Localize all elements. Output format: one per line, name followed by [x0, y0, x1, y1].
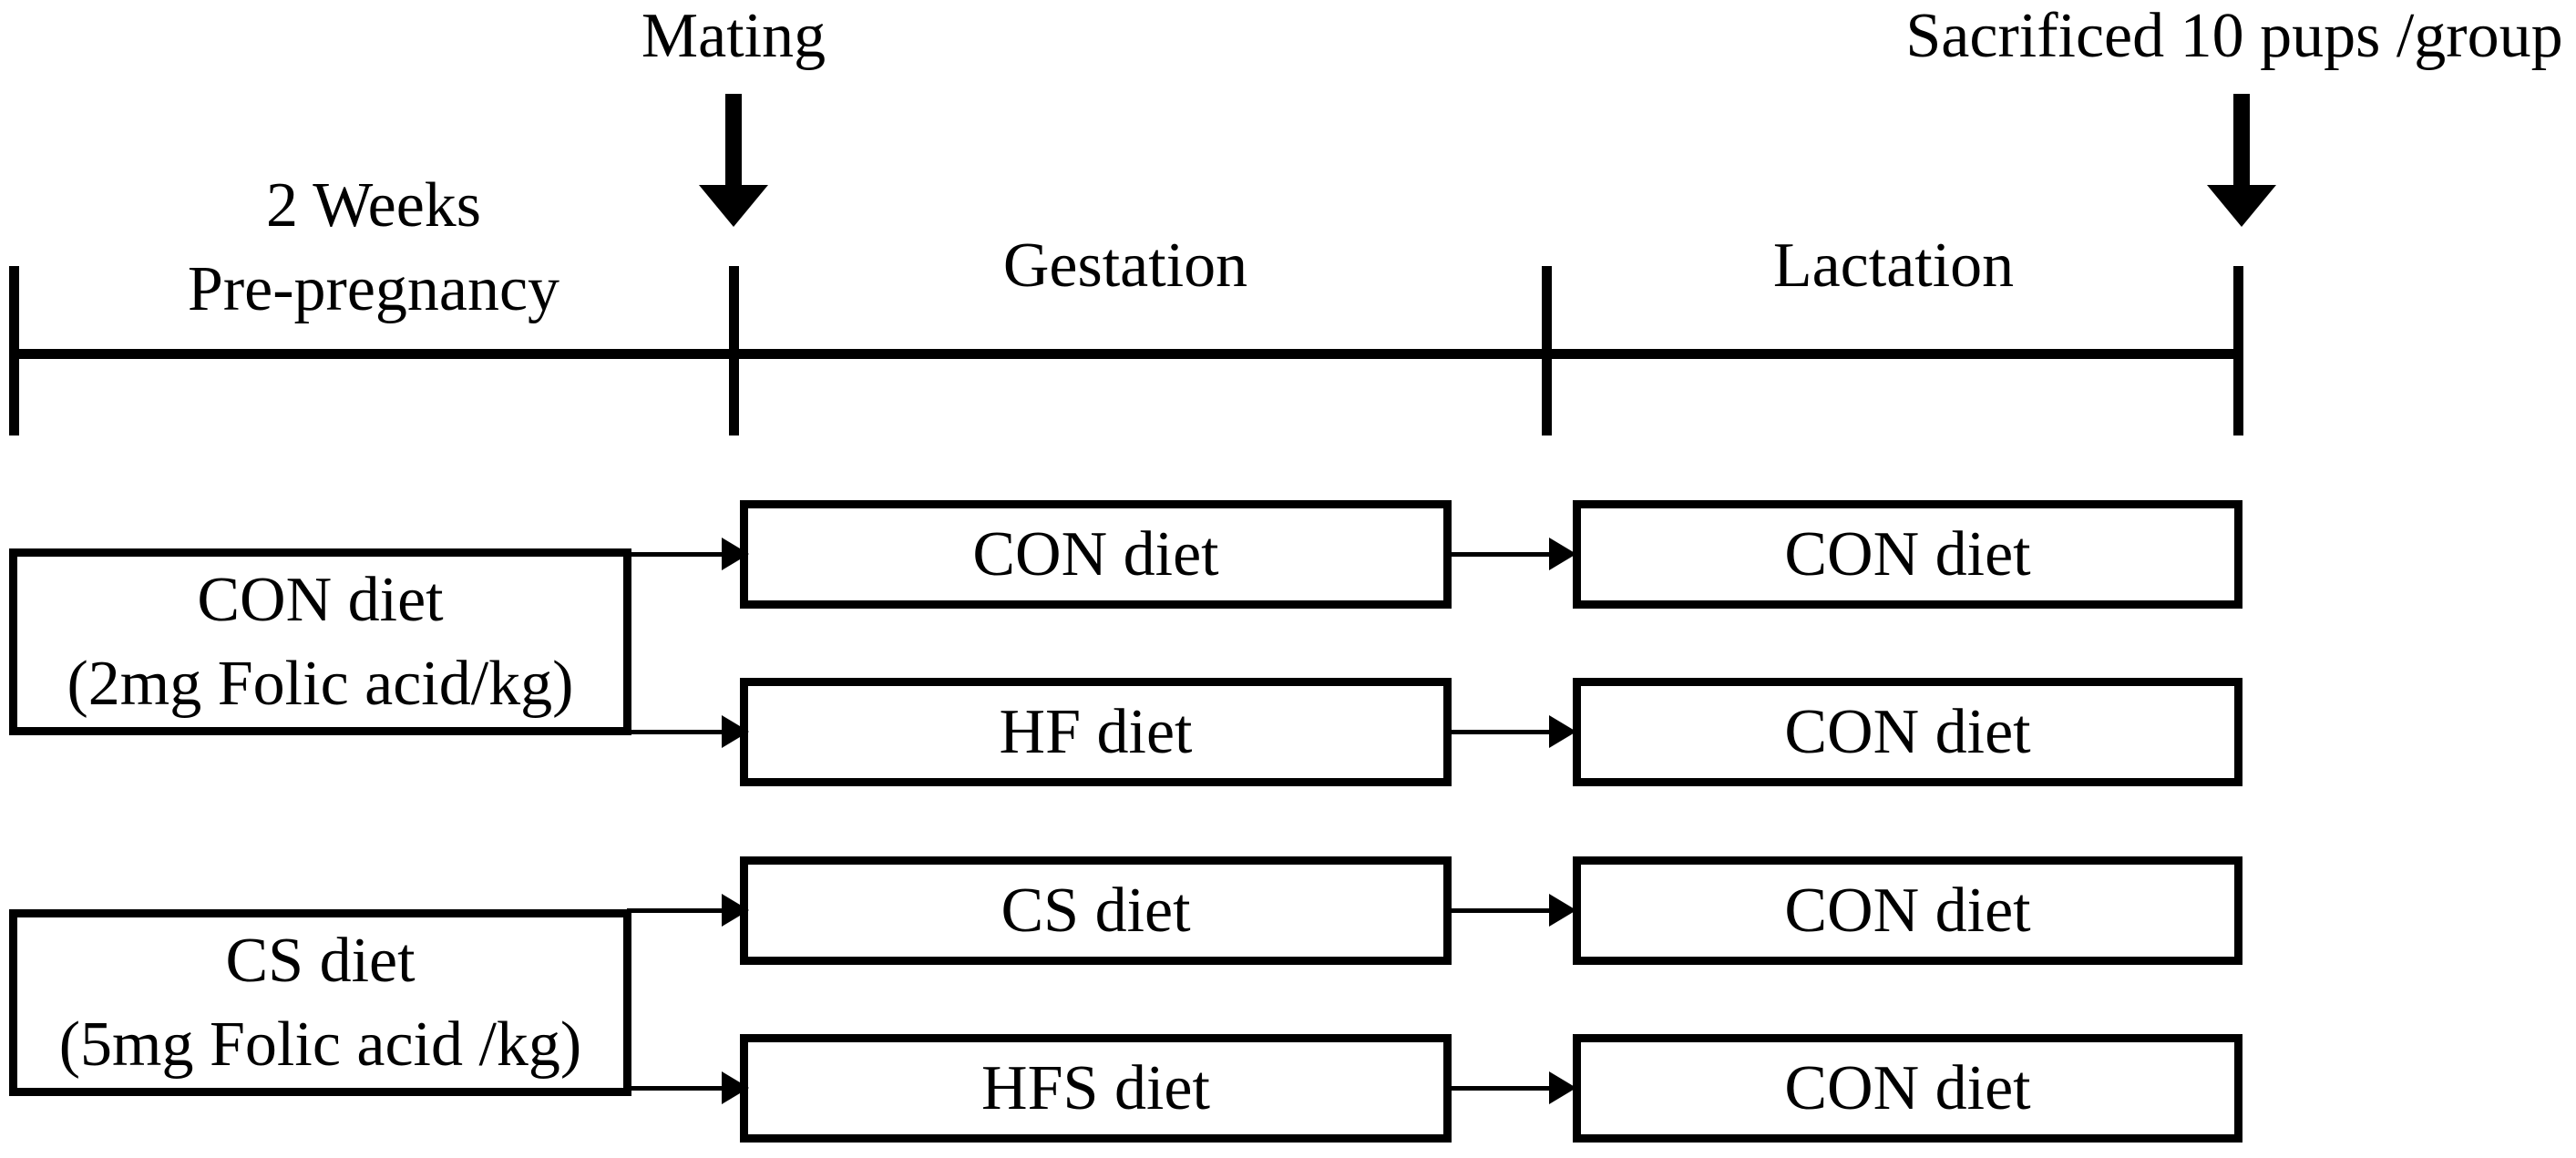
lactation-box-row1: CON diet	[1573, 500, 2242, 609]
pre-pregnancy-box-con: CON diet (2mg Folic acid/kg)	[9, 548, 631, 735]
connector-line	[627, 730, 722, 734]
timeline-tick-end	[2233, 266, 2243, 436]
connector-line	[1452, 730, 1549, 734]
flow-arrow-icon	[722, 894, 749, 927]
flow-arrow-icon	[1549, 715, 1576, 748]
lactation-box-row3: CON diet	[1573, 856, 2242, 965]
timeline-tick-gestation-end	[1542, 266, 1552, 436]
gestation-box-row4: HFS diet	[740, 1034, 1452, 1143]
flow-arrow-icon	[1549, 894, 1576, 927]
lactation-box-row2: CON diet	[1573, 678, 2242, 786]
mating-label: Mating	[641, 1, 826, 71]
gestation-box-row2: HF diet	[740, 678, 1452, 786]
arrow-shaft	[2233, 94, 2250, 185]
diet-detail: (5mg Folic acid /kg)	[58, 1009, 582, 1080]
connector-line	[627, 552, 722, 557]
pre-pregnancy-box-cs: CS diet (5mg Folic acid /kg)	[9, 909, 631, 1096]
lactation-box-row4: CON diet	[1573, 1034, 2242, 1143]
phase-label-line1: 2 Weeks	[265, 170, 482, 241]
connector-line	[1452, 1086, 1549, 1091]
gestation-box-row3: CS diet	[740, 856, 1452, 965]
flow-arrow-icon	[722, 1071, 749, 1104]
phase-label-line2: Pre-pregnancy	[187, 254, 560, 324]
connector-line	[1452, 552, 1549, 557]
timeline-tick-start	[9, 266, 19, 436]
flow-arrow-icon	[722, 538, 749, 570]
phase-label-gestation: Gestation	[1002, 231, 1248, 301]
diet-name: CON diet	[197, 564, 444, 635]
flow-arrow-icon	[722, 715, 749, 748]
arrow-shaft	[725, 94, 742, 185]
flow-arrow-icon	[1549, 538, 1576, 570]
connector-line	[627, 1086, 722, 1091]
arrow-head	[699, 185, 768, 227]
phase-label-pre-pregnancy: 2 Weeks Pre-pregnancy	[100, 164, 647, 332]
timeline-axis	[14, 349, 2243, 359]
phase-label-lactation: Lactation	[1772, 231, 2015, 301]
diet-detail: (2mg Folic acid/kg)	[67, 648, 574, 719]
timeline-tick-mating	[729, 266, 739, 436]
connector-line	[1452, 908, 1549, 913]
flow-arrow-icon	[1549, 1071, 1576, 1104]
gestation-box-row1: CON diet	[740, 500, 1452, 609]
diet-name: CS diet	[225, 925, 416, 996]
arrow-head	[2207, 185, 2276, 227]
sacrifice-label: Sacrificed 10 pups /group	[1905, 1, 2563, 71]
connector-line	[627, 908, 722, 913]
